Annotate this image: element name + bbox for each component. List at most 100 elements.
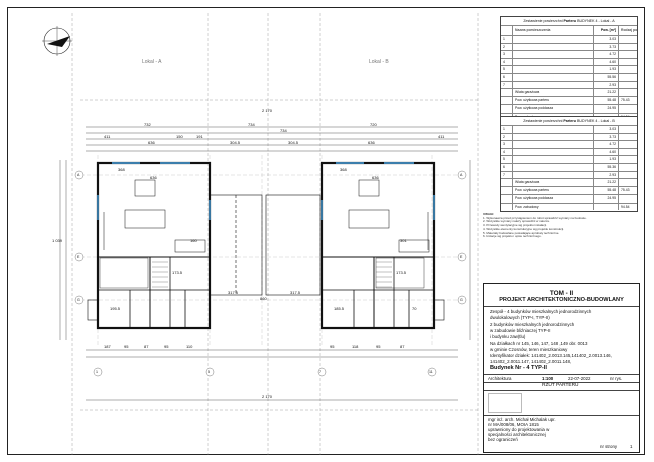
plot-boundaries bbox=[71, 13, 480, 455]
dim-top: 734 bbox=[248, 122, 255, 127]
description-line: 141402_2.0011.147, 141402_2.0011.148, bbox=[490, 359, 572, 364]
axis-label: E bbox=[77, 255, 80, 259]
dimension-lines bbox=[59, 126, 471, 401]
mid-dim: 317.5 bbox=[228, 290, 239, 295]
description-line: Zespół - 4 budynków mieszkalnych jednoro… bbox=[490, 309, 592, 314]
page-number: 1 bbox=[630, 444, 633, 449]
dim-sub: 411 bbox=[438, 134, 445, 139]
author-line: bez ograniczeń bbox=[488, 437, 518, 442]
axis-label: 11 bbox=[429, 370, 433, 374]
total-bottom-dim: 2 170 bbox=[262, 394, 273, 399]
author-line: mgr inż. arch. Michał Michalak upr. bbox=[488, 417, 556, 422]
room-label: 301 bbox=[400, 238, 407, 243]
title-block: TOM - II PROJEKT ARCHITEKTONICZNO-BUDOWL… bbox=[483, 283, 640, 453]
dim-sub: 191 bbox=[196, 134, 203, 139]
description-line: dwulokalowych (TYP-I, TYP-II) bbox=[490, 315, 550, 320]
lokal-a-walls bbox=[96, 161, 212, 330]
notes-heading: UWAGI: bbox=[483, 212, 495, 216]
total-side-dim: 1 039 bbox=[52, 238, 63, 243]
table-title: Zestawienie powierzchni Parteru BUDYNEK … bbox=[501, 117, 637, 126]
axis-label: E bbox=[460, 255, 463, 259]
axis-label: A bbox=[460, 173, 463, 177]
dim-sub: 636 bbox=[148, 140, 155, 145]
signature-stamp bbox=[488, 393, 522, 413]
dim-sub: 304.5 bbox=[230, 140, 241, 145]
carport-structures bbox=[209, 194, 321, 296]
dim-sub: 636 bbox=[368, 140, 375, 145]
room-label: 173.5 bbox=[396, 270, 407, 275]
project-title: PROJEKT ARCHITEKTONICZNO-BUDOWLANY bbox=[499, 297, 624, 303]
dim-bottom: 87 bbox=[400, 344, 405, 349]
date-label: 22-07-2022 bbox=[568, 376, 591, 381]
entry-steps bbox=[87, 299, 445, 321]
drawing-title: RZUT PARTERU bbox=[542, 383, 579, 388]
room-label: 195.5 bbox=[110, 306, 121, 311]
dim-top: 720 bbox=[370, 122, 377, 127]
description-line: w zabudowie bliźniaczej TYP-II bbox=[490, 328, 551, 333]
description-line: Identyfikator działek: 141402_2.0013.145… bbox=[490, 353, 612, 358]
table-title: Zestawienie powierzchni Parteru BUDYNEK … bbox=[501, 17, 637, 26]
dim-bottom: 95 bbox=[376, 344, 381, 349]
room-label: 185.5 bbox=[334, 306, 345, 311]
branch-label: Architektura bbox=[488, 376, 512, 381]
description-line: w gminie Czosnów, teren mieszkaniowy bbox=[490, 347, 568, 352]
axis-label: 1 bbox=[96, 370, 98, 374]
room-label: 173.5 bbox=[172, 270, 183, 275]
note-line: 3. Przewody wentylacyjne wg projektu ins… bbox=[483, 223, 547, 228]
dim-bottom: 110 bbox=[186, 344, 193, 349]
north-arrow-icon bbox=[42, 26, 72, 56]
dim-bottom: 95 bbox=[330, 344, 335, 349]
axis-markers bbox=[74, 170, 467, 377]
dim-bottom: 118 bbox=[352, 344, 359, 349]
dim-sub: 150 bbox=[176, 134, 183, 139]
axis-label: 5 bbox=[208, 370, 210, 374]
room-label: 636 bbox=[150, 175, 157, 180]
note-line: 2. Wszystkie wymiary należy sprawdzić w … bbox=[483, 219, 551, 224]
page-label: nr strony bbox=[600, 444, 618, 449]
dim-bottom: 187 bbox=[104, 344, 111, 349]
mid-dim: 860 bbox=[260, 296, 267, 301]
room-label: 368 bbox=[118, 167, 125, 172]
note-line: 5. Materiały budowlane posiadające aprob… bbox=[483, 230, 560, 235]
drawing-number-label: nr rys. bbox=[610, 376, 623, 381]
lokal-a-label: Lokal - A bbox=[142, 59, 162, 65]
notes-block: UWAGI: 1. Wykonawca przed przystąpieniem… bbox=[483, 212, 638, 239]
author-line: specjalności architektonicznej bbox=[488, 432, 546, 437]
axis-label: G bbox=[460, 298, 463, 302]
note-line: 4. Wszystkie elementy konstrukcyjne wg p… bbox=[483, 226, 565, 231]
dim-sub: 304.5 bbox=[288, 140, 299, 145]
total-top-dim: 2 170 bbox=[262, 108, 273, 113]
room-label: 70 bbox=[412, 306, 417, 311]
dim-top: 734 bbox=[280, 128, 287, 133]
dim-sub: 411 bbox=[104, 134, 111, 139]
stairs bbox=[152, 261, 392, 288]
room-label: 160 bbox=[190, 238, 197, 243]
description-line: i budynku zaw(tlu) bbox=[490, 334, 526, 339]
mid-dim: 317.5 bbox=[290, 290, 301, 295]
dim-top: 732 bbox=[144, 122, 151, 127]
sheet-frame bbox=[7, 7, 645, 455]
areas-table-a: Zestawienie powierzchni Parteru BUDYNEK … bbox=[500, 16, 638, 121]
room-label: 368 bbox=[340, 167, 347, 172]
